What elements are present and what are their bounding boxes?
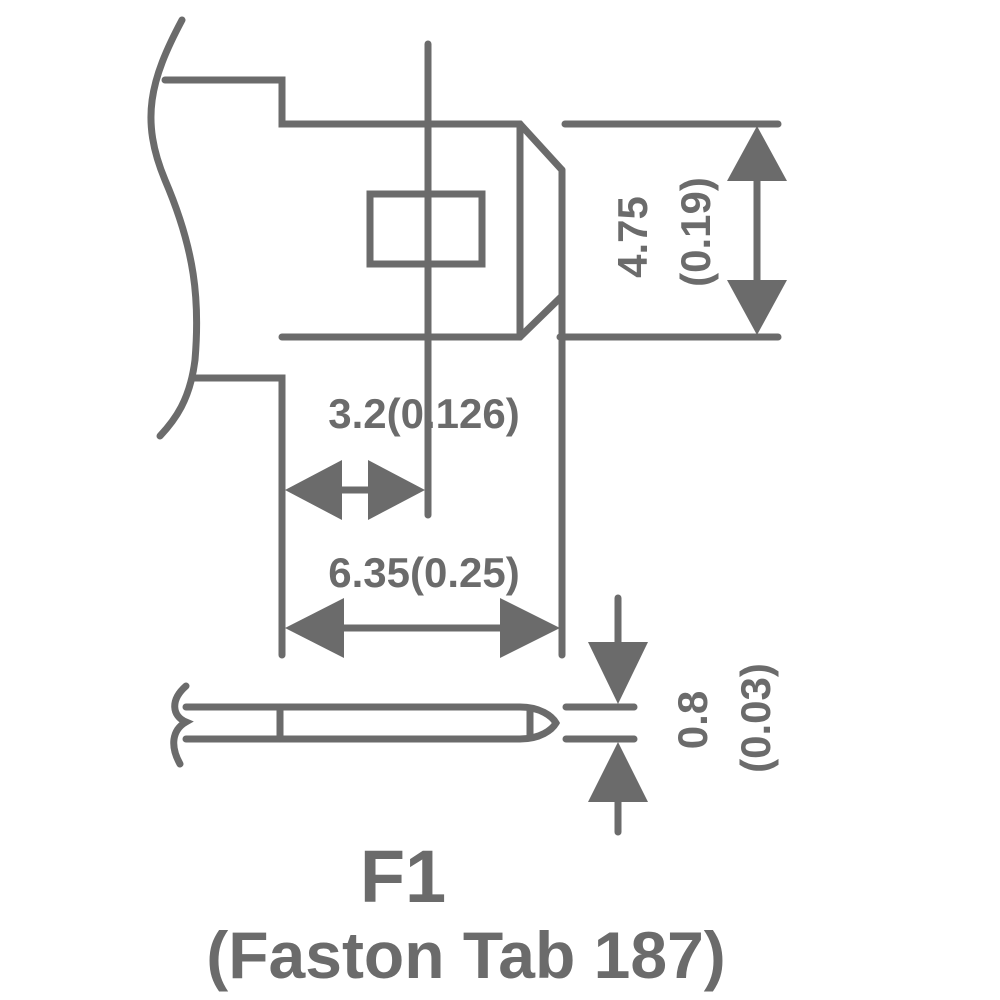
hole-offset-dimension: 3.2(0.126)	[285, 390, 520, 520]
tab-width-label: 6.35(0.25)	[328, 549, 519, 596]
hole-offset-arrow-left	[285, 460, 342, 520]
height-mm-label: 4.75	[609, 196, 656, 278]
terminal-side-view	[170, 682, 561, 768]
thickness-arrow-up	[588, 742, 648, 802]
side-break-line	[170, 682, 194, 768]
body-upper-outline	[161, 76, 566, 174]
tab-width-arrow-left	[285, 598, 344, 658]
terminal-top-view	[147, 16, 566, 659]
thickness-mm-label: 0.8	[669, 691, 716, 749]
tab-width-arrow-right	[500, 598, 560, 658]
hole-offset-label: 3.2(0.126)	[328, 390, 519, 437]
side-view-outline	[182, 703, 561, 743]
terminal-name: (Faston Tab 187)	[206, 918, 726, 992]
thickness-dimension: 0.8 (0.03)	[562, 594, 779, 836]
housing-break-line	[147, 16, 201, 440]
thickness-in-label: (0.03)	[732, 663, 779, 773]
terminal-code: F1	[360, 835, 446, 918]
body-lower-outline	[191, 374, 286, 659]
tab-width-dimension: 6.35(0.25)	[285, 549, 560, 658]
height-in-label: (0.19)	[672, 177, 719, 287]
height-dimension: 4.75 (0.19)	[556, 120, 787, 341]
thickness-arrow-down	[588, 642, 648, 704]
hole-offset-arrow-right	[368, 460, 425, 520]
height-arrow-up	[727, 126, 787, 181]
height-arrow-down	[727, 280, 787, 335]
